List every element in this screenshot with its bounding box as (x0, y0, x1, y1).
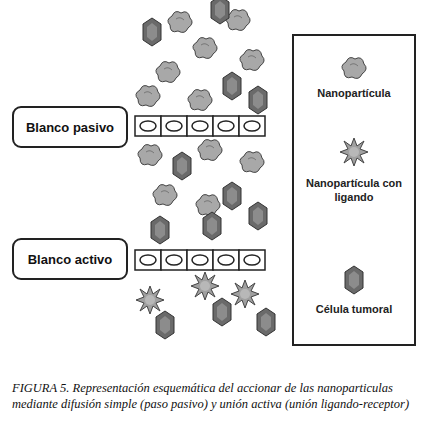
box-label: Blanco activo (28, 252, 113, 267)
legend-label: Nanopartícula con ligando (298, 176, 410, 204)
figure-caption: FIGURA 5. Representación esquemática del… (12, 380, 412, 412)
target-label-box: Blanco pasivo (12, 106, 128, 148)
target-label-box: Blanco activo (12, 238, 128, 280)
legend-label: Nanopartícula (298, 86, 410, 100)
box-label: Blanco pasivo (26, 120, 114, 135)
legend-label: Célula tumoral (298, 302, 410, 316)
